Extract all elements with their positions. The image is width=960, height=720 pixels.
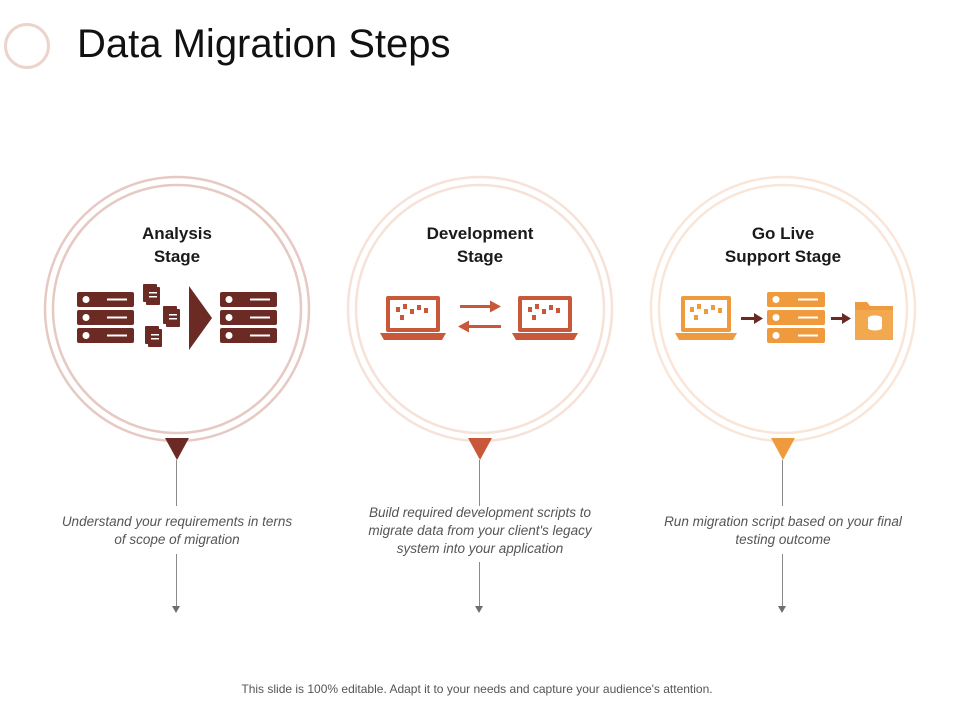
page-title: Data Migration Steps (77, 22, 451, 66)
stage-title: Go Live Support Stage (724, 224, 842, 266)
decorative-ring (4, 23, 50, 69)
exchange-arrows-icon (458, 300, 501, 333)
arrow-right-icon (741, 313, 763, 324)
footer-note: This slide is 100% editable. Adapt it to… (241, 682, 713, 696)
database-folder-icon (855, 302, 893, 340)
connector-line (176, 460, 177, 506)
stage-description: Run migration script based on your final… (664, 514, 902, 547)
server-icon (767, 292, 825, 343)
stage-pointer (771, 438, 795, 460)
stage-description: Build required development scripts to mi… (368, 505, 592, 556)
stage-icons (675, 292, 893, 343)
stage-development: Development Stage (345, 174, 615, 624)
stage-icons (77, 284, 277, 350)
stage-go-live-support: Go Live Support Stage (648, 174, 918, 624)
stage-pointer (165, 438, 189, 460)
arrow-down-icon (172, 606, 180, 613)
server-icon (220, 292, 277, 343)
server-icon (77, 292, 134, 343)
arrow-down-icon (778, 606, 786, 613)
stage-description: Understand your requirements in terns of… (61, 514, 293, 547)
connector-line (176, 554, 177, 606)
connector-line (479, 460, 480, 506)
stage-pointer (468, 438, 492, 460)
arrow-right-icon (831, 313, 851, 324)
arrow-right-icon (189, 286, 212, 350)
connector-line (782, 460, 783, 506)
stage-title: Development Stage (426, 224, 534, 266)
laptop-icon (512, 296, 578, 340)
connector-line (782, 554, 783, 606)
stage-analysis: Analysis Stage (42, 174, 312, 624)
laptop-icon (675, 296, 737, 340)
documents-icon (143, 284, 180, 347)
stage-title: Analysis Stage (142, 224, 212, 266)
arrow-down-icon (475, 606, 483, 613)
stage-icons (380, 296, 578, 340)
connector-line (479, 562, 480, 606)
laptop-icon (380, 296, 446, 340)
